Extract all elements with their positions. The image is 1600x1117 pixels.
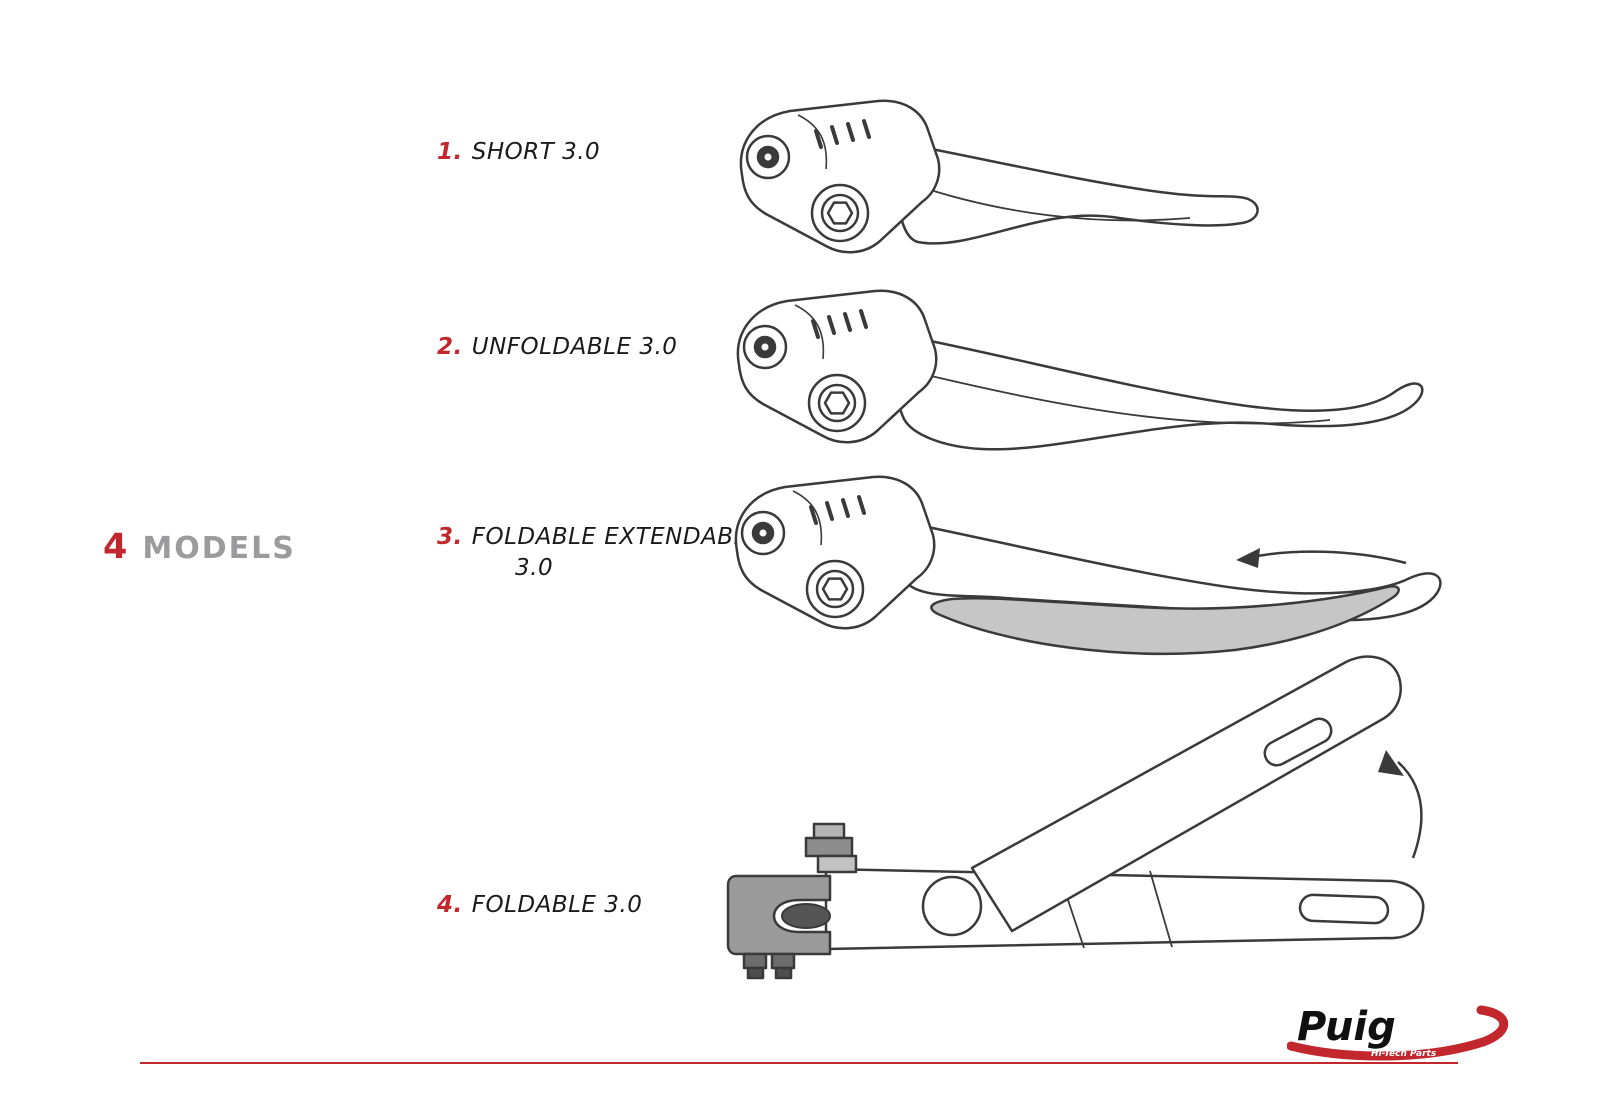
fold-direction-arrow-icon xyxy=(1378,750,1423,859)
footer-rule xyxy=(140,1062,1458,1064)
logo-brand: Puig xyxy=(1297,1004,1396,1050)
model-number-4: 4. xyxy=(437,892,463,918)
logo-swoosh xyxy=(1287,1005,1509,1061)
model-label-short: 1. SHORT 3.0 xyxy=(437,139,600,165)
model-name-3: FOLDABLE EXTENDABLE xyxy=(471,524,762,550)
foldable-extendable-lever-illustration xyxy=(733,474,1442,656)
model-label-foldable: 4. FOLDABLE 3.0 xyxy=(437,892,642,918)
model-name-4: FOLDABLE 3.0 xyxy=(471,892,643,918)
models-heading: 4 MODELS xyxy=(103,527,296,567)
foldable-lever-illustration xyxy=(726,655,1425,980)
model-number-1: 1. xyxy=(437,139,463,165)
short-lever-illustration xyxy=(738,98,1259,255)
model-name-3-line2: 3.0 xyxy=(515,555,554,581)
model-label-unfoldable: 2. UNFOLDABLE 3.0 xyxy=(437,334,677,360)
logo-tagline: Hi-Tech Parts xyxy=(1371,1049,1437,1059)
models-heading-label: MODELS xyxy=(142,531,296,566)
model-label-line1: 3. FOLDABLE EXTENDABLE xyxy=(437,524,762,550)
model-name-1: SHORT 3.0 xyxy=(471,139,601,165)
models-count: 4 xyxy=(103,527,128,567)
unfoldable-lever-illustration xyxy=(735,288,1424,451)
puig-logo: Puig Hi-Tech Parts xyxy=(1287,1004,1509,1061)
model-label-foldable-extendable: 3. FOLDABLE EXTENDABLE 3.0 xyxy=(437,524,762,581)
extend-direction-arrow-icon xyxy=(1236,548,1407,568)
model-name-2: UNFOLDABLE 3.0 xyxy=(471,334,678,360)
model-number-3: 3. xyxy=(437,524,463,550)
model-number-2: 2. xyxy=(437,334,463,360)
